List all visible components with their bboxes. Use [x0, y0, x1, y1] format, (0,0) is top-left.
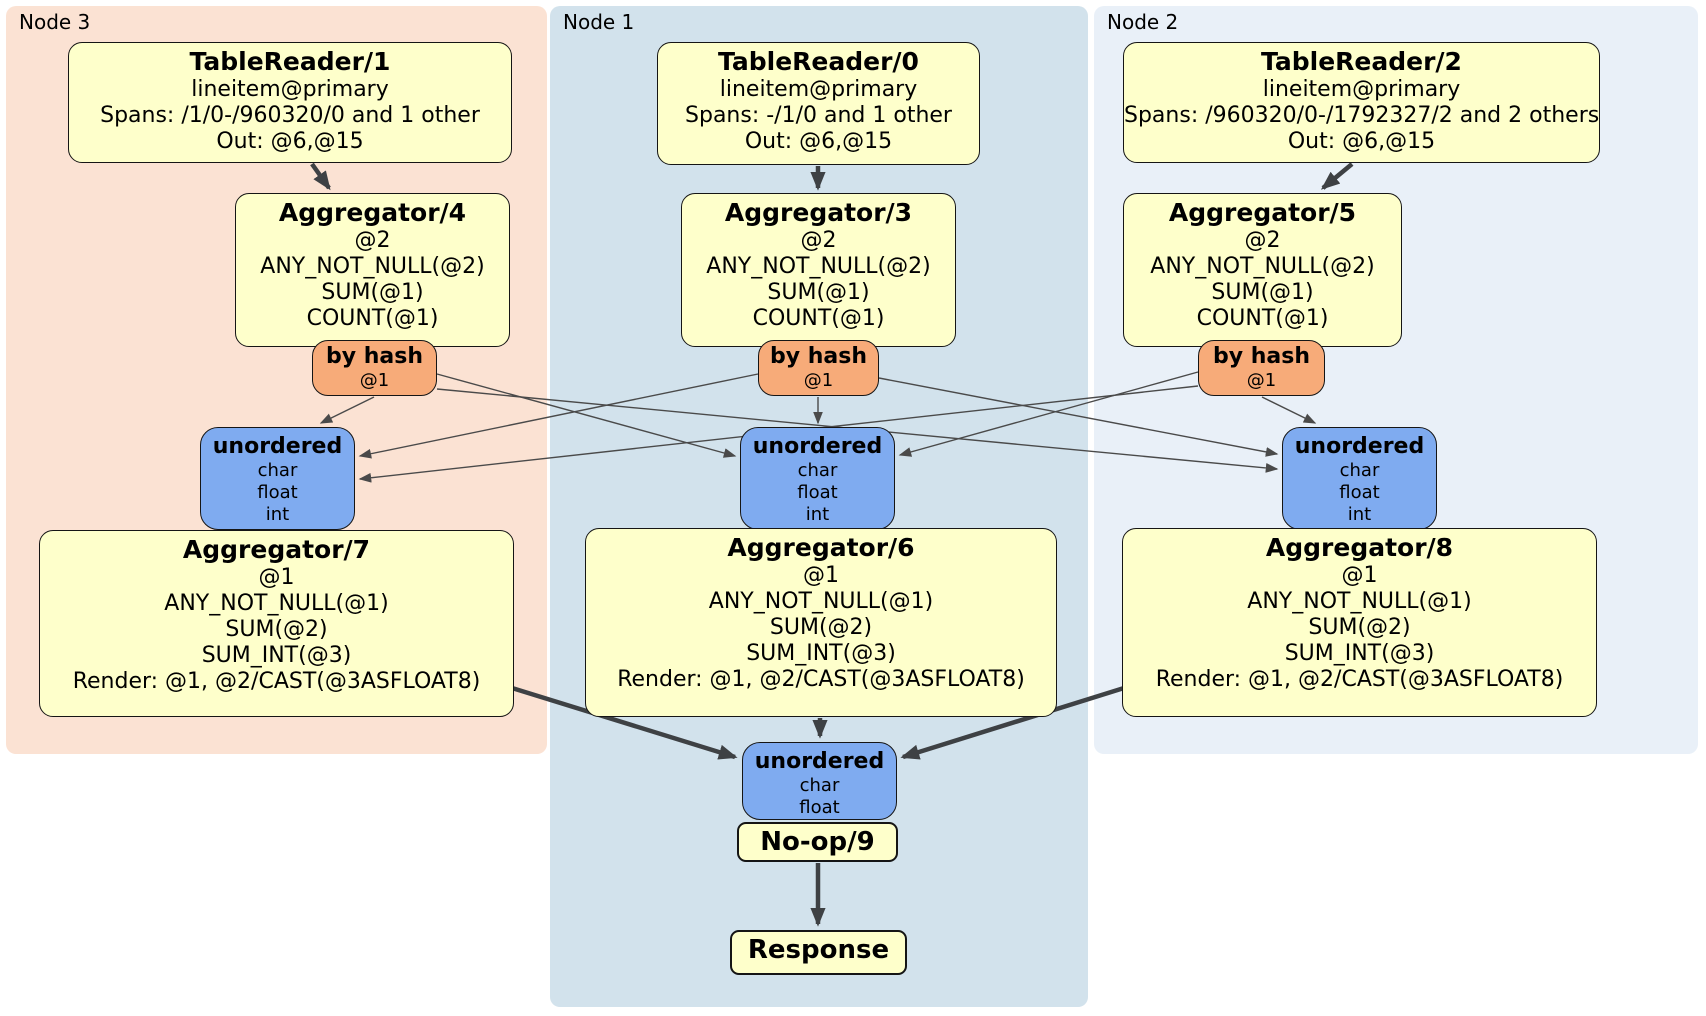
aggregator-7-line: SUM(@2) — [225, 617, 328, 642]
aggregator-5-title: Aggregator/5 — [1168, 198, 1357, 227]
unordered-left-line: float — [257, 482, 298, 503]
tablereader-1-line: Spans: /1/0-/960320/0 and 1 other — [100, 103, 480, 128]
aggregator-3-line: @2 — [800, 228, 837, 253]
aggregator-5-line: COUNT(@1) — [1196, 306, 1329, 331]
tablereader-0-line: lineitem@primary — [719, 77, 918, 102]
aggregator-3-line: COUNT(@1) — [752, 306, 885, 331]
aggregator-8-line: ANY_NOT_NULL(@1) — [1247, 589, 1472, 614]
unordered-mid-line: int — [805, 504, 830, 525]
tablereader-1-title: TableReader/1 — [189, 47, 391, 76]
aggregator-6-line: ANY_NOT_NULL(@1) — [708, 589, 934, 614]
unordered-left-title: unordered — [212, 434, 343, 459]
aggregator-5-line: SUM(@1) — [1211, 280, 1314, 305]
unordered-right-line: int — [1347, 504, 1372, 525]
unordered-bottom-line: float — [799, 797, 840, 818]
aggregator-5-line: @2 — [1244, 228, 1281, 253]
node-3-label: Node 3 — [19, 10, 91, 34]
tablereader-2-line: Out: @6,@15 — [1287, 129, 1436, 154]
byhash-left-title: by hash — [325, 344, 423, 369]
aggregator-7-line: SUM_INT(@3) — [201, 643, 352, 668]
byhash-left-line: @1 — [359, 370, 390, 391]
byhash-mid-line: @1 — [803, 370, 834, 391]
aggregator-4-line: COUNT(@1) — [306, 306, 439, 331]
byhash-left: by hash@1 — [312, 340, 437, 396]
aggregator-6-line: Render: @1, @2/CAST(@3ASFLOAT8) — [617, 667, 1025, 692]
node-2-label: Node 2 — [1107, 10, 1179, 34]
unordered-mid-line: float — [797, 482, 838, 503]
unordered-mid-title: unordered — [752, 434, 883, 459]
aggregator-7-title: Aggregator/7 — [182, 535, 371, 564]
tablereader-0-title: TableReader/0 — [718, 47, 919, 76]
aggregator-7-line: ANY_NOT_NULL(@1) — [164, 591, 389, 616]
noop-9: No-op/9 — [737, 822, 898, 862]
tablereader-2-title: TableReader/2 — [1261, 47, 1462, 76]
aggregator-4-line: SUM(@1) — [321, 280, 424, 305]
aggregator-6-title: Aggregator/6 — [727, 533, 915, 562]
tablereader-1-line: lineitem@primary — [191, 77, 389, 102]
byhash-right-title: by hash — [1212, 344, 1310, 369]
aggregator-8-title: Aggregator/8 — [1265, 533, 1454, 562]
aggregator-8-line: SUM_INT(@3) — [1284, 641, 1435, 666]
aggregator-4-title: Aggregator/4 — [278, 198, 467, 227]
aggregator-6-line: SUM(@2) — [769, 615, 873, 640]
aggregator-8-line: SUM(@2) — [1308, 615, 1411, 640]
unordered-bottom-title: unordered — [754, 749, 885, 774]
aggregator-3-title: Aggregator/3 — [724, 198, 913, 227]
tablereader-2-line: Spans: /960320/0-/1792327/2 and 2 others — [1124, 103, 1600, 128]
unordered-mid-line: char — [797, 460, 838, 481]
response: Response — [730, 930, 907, 975]
byhash-right: by hash@1 — [1198, 340, 1325, 396]
tablereader-1-line: Out: @6,@15 — [216, 129, 364, 154]
unordered-right-line: float — [1339, 482, 1380, 503]
response-title: Response — [747, 935, 890, 965]
aggregator-4-line: @2 — [354, 228, 391, 253]
unordered-bottom-line: char — [799, 775, 840, 796]
unordered-right-title: unordered — [1294, 434, 1425, 459]
tablereader-0-line: Out: @6,@15 — [744, 129, 893, 154]
aggregator-6-line: @1 — [803, 563, 839, 588]
aggregator-6-line: SUM_INT(@3) — [746, 641, 896, 666]
tablereader-2-line: lineitem@primary — [1262, 77, 1461, 102]
aggregator-3-line: SUM(@1) — [767, 280, 870, 305]
byhash-right-line: @1 — [1246, 370, 1277, 391]
unordered-right-line: char — [1339, 460, 1380, 481]
aggregator-5-line: ANY_NOT_NULL(@2) — [1150, 254, 1375, 279]
byhash-mid-title: by hash — [769, 344, 867, 369]
node-1-label: Node 1 — [563, 10, 635, 34]
unordered-left-line: int — [265, 504, 290, 525]
aggregator-8-line: @1 — [1341, 563, 1378, 588]
tablereader-0-line: Spans: -/1/0 and 1 other — [685, 103, 952, 128]
aggregator-7-line: @1 — [258, 565, 295, 590]
aggregator-4-line: ANY_NOT_NULL(@2) — [260, 254, 485, 279]
aggregator-3-line: ANY_NOT_NULL(@2) — [706, 254, 931, 279]
aggregator-7-line: Render: @1, @2/CAST(@3ASFLOAT8) — [72, 669, 481, 694]
unordered-left-line: char — [257, 460, 298, 481]
byhash-mid: by hash@1 — [758, 340, 879, 396]
noop-9-title: No-op/9 — [760, 827, 875, 857]
aggregator-8-line: Render: @1, @2/CAST(@3ASFLOAT8) — [1155, 667, 1564, 692]
